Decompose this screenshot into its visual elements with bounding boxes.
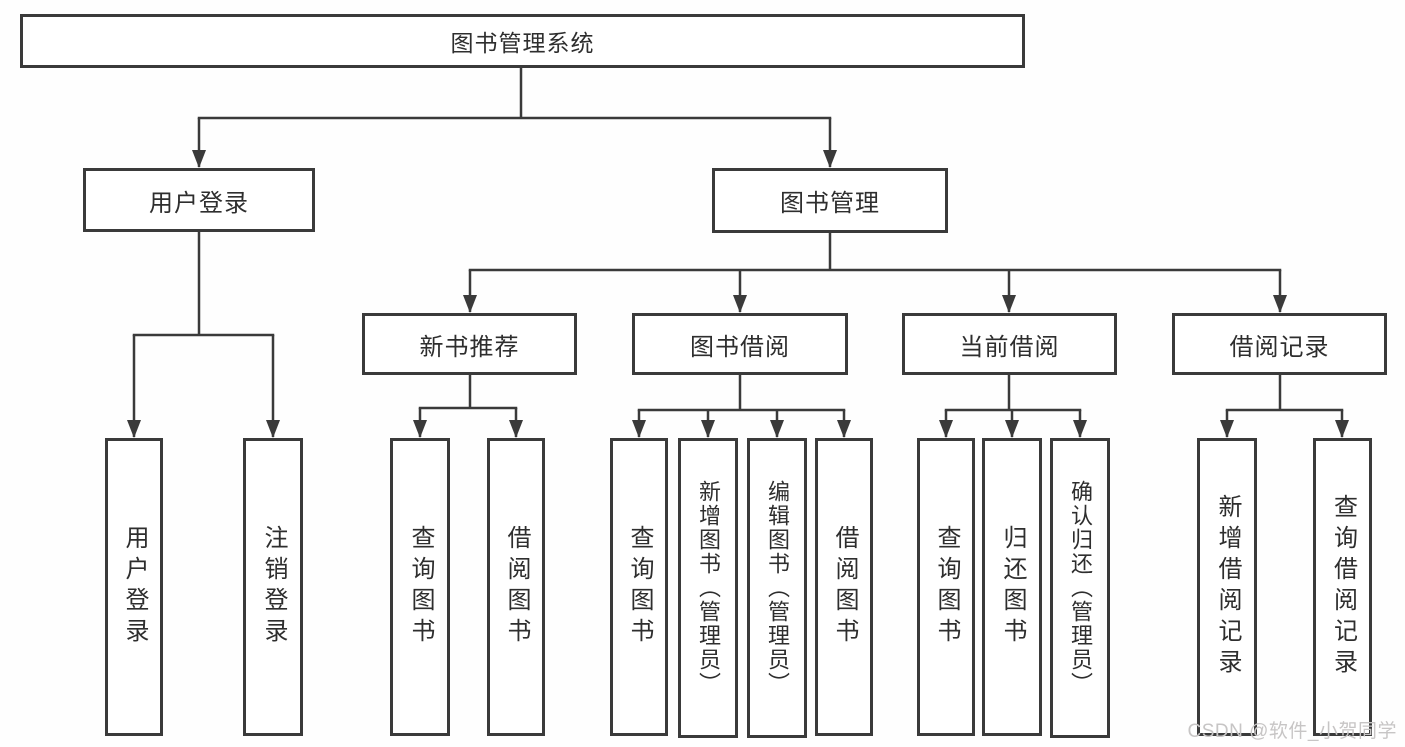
node-user-login: 用户登录 — [83, 168, 315, 232]
node-book-management-label: 图书管理 — [780, 190, 880, 217]
leaf-logout: 注销登录 — [243, 438, 303, 736]
leaf-borrowing-borrow-books: 借阅图书 — [815, 438, 873, 736]
leaf-newbooks-query-books: 查询图书 — [390, 438, 450, 736]
leaf-user-login-label: 用户登录 — [121, 525, 148, 649]
node-current-borrowing-label: 当前借阅 — [959, 333, 1060, 361]
node-borrow-records-label: 借阅记录 — [1229, 333, 1330, 361]
node-new-book-recommend: 新书推荐 — [362, 313, 577, 375]
leaf-current-return-books: 归还图书 — [982, 438, 1042, 736]
leaf-logout-label: 注销登录 — [260, 525, 287, 649]
node-user-login-label: 用户登录 — [149, 189, 249, 217]
leaf-borrowing-add-books-admin: 新增图书（管理员） — [678, 438, 738, 738]
leaf-newbooks-query-books-label: 查询图书 — [407, 525, 434, 649]
node-root-label: 图书管理系统 — [450, 30, 595, 56]
csdn-watermark: CSDN @软件_小贺同学 — [1187, 721, 1397, 742]
node-current-borrowing: 当前借阅 — [902, 313, 1117, 375]
leaf-records-add-record: 新增借阅记录 — [1197, 438, 1257, 736]
leaf-current-return-books-label: 归还图书 — [999, 525, 1026, 649]
node-book-management: 图书管理 — [712, 168, 948, 233]
leaf-newbooks-borrow-books: 借阅图书 — [487, 438, 545, 736]
leaf-records-query-record: 查询借阅记录 — [1313, 438, 1372, 736]
node-book-borrowing-label: 图书借阅 — [690, 333, 790, 361]
leaf-current-query-books: 查询图书 — [917, 438, 975, 736]
leaf-borrowing-add-books-admin-label: 新增图书（管理员） — [696, 480, 721, 696]
leaf-current-query-books-label: 查询图书 — [933, 525, 960, 649]
node-book-borrowing: 图书借阅 — [632, 313, 848, 375]
leaf-user-login: 用户登录 — [105, 438, 163, 736]
leaf-current-confirm-return-admin-label: 确认归还（管理员） — [1068, 480, 1093, 696]
leaf-newbooks-borrow-books-label: 借阅图书 — [503, 525, 530, 649]
node-borrow-records: 借阅记录 — [1172, 313, 1387, 375]
node-root: 图书管理系统 — [20, 14, 1025, 68]
leaf-borrowing-query-books-label: 查询图书 — [626, 525, 653, 649]
leaf-records-query-record-label: 查询借阅记录 — [1329, 494, 1357, 680]
leaf-borrowing-edit-books-admin: 编辑图书（管理员） — [747, 438, 807, 738]
leaf-borrowing-query-books: 查询图书 — [610, 438, 668, 736]
leaf-current-confirm-return-admin: 确认归还（管理员） — [1050, 438, 1110, 738]
leaf-borrowing-edit-books-admin-label: 编辑图书（管理员） — [765, 480, 790, 696]
leaf-borrowing-borrow-books-label: 借阅图书 — [831, 525, 858, 649]
node-new-book-recommend-label: 新书推荐 — [419, 333, 520, 361]
leaf-records-add-record-label: 新增借阅记录 — [1214, 494, 1241, 680]
